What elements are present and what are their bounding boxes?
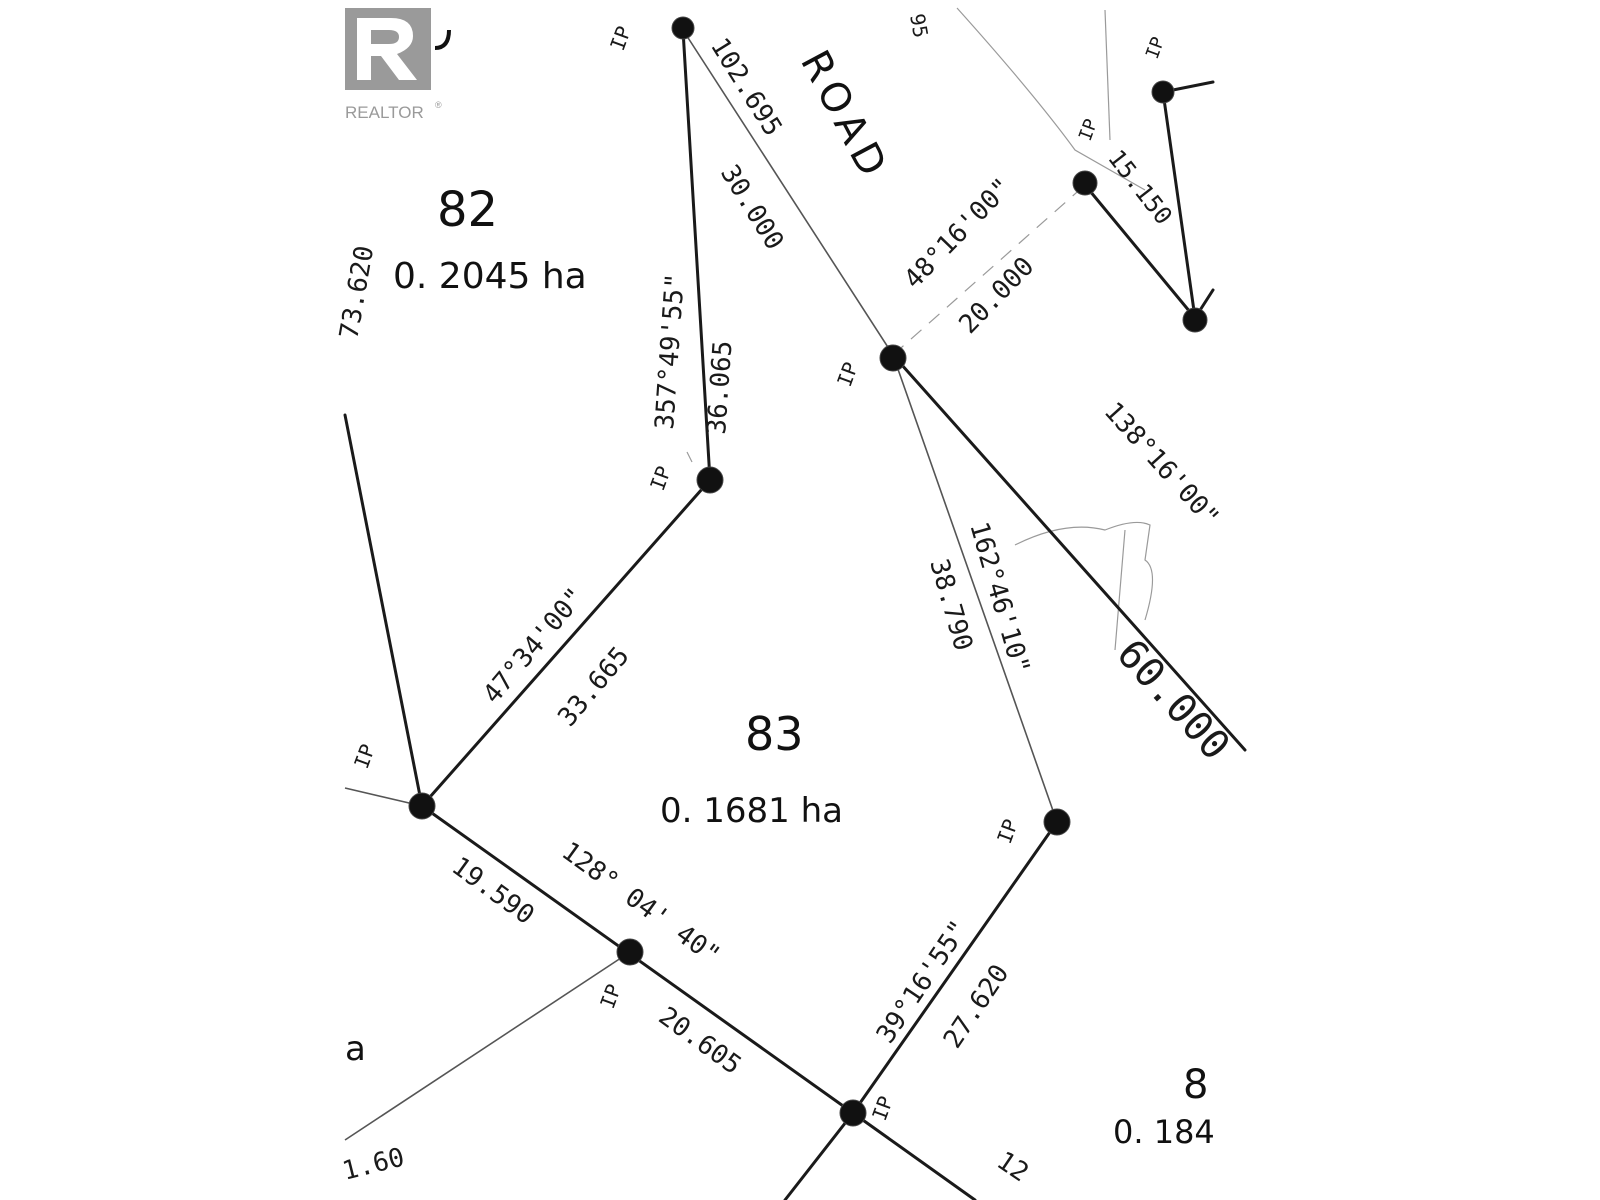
ne-lot-line-b: [1161, 90, 1197, 320]
frontage-dash-line: [892, 184, 1086, 356]
iron-pin-icon: [1182, 307, 1208, 333]
iron-pin-icon: [408, 792, 436, 820]
creek-line: [1014, 521, 1154, 651]
survey-plan-drawing: IP IP IP IP IP IP IP IP IP ROAD 95 82 0.…: [334, 7, 1247, 1200]
iron-pin-icon: [1151, 80, 1175, 104]
iron-pin-icon: [696, 466, 724, 494]
bearing-162: 162°46'10": [963, 519, 1035, 678]
partial-distance-se: 12: [991, 1146, 1034, 1188]
lot82-east-distance: 36.065: [702, 340, 738, 436]
road-label: ROAD: [791, 43, 898, 189]
iron-pin-icon: [671, 16, 695, 40]
lot83-number: 83: [745, 707, 804, 761]
iron-pin-icon: [616, 938, 644, 966]
pin-label: IP: [349, 741, 380, 772]
lot82-east-bearing: 357°49'55": [650, 272, 691, 430]
lot-se-number: 8: [1183, 1062, 1208, 1108]
pin-label: IP: [605, 23, 636, 54]
pin-label: IP: [867, 1093, 898, 1124]
lot82-number: 82: [437, 182, 498, 238]
realtor-logo-mark: ®: [435, 100, 442, 110]
distance-33: 33.665: [552, 641, 635, 732]
lot82-inner-tick: [686, 451, 693, 463]
partial-lot-letter: a: [345, 1029, 366, 1069]
survey-plan: IP IP IP IP IP IP IP IP IP ROAD 95 82 0.…: [334, 0, 1247, 1200]
partial-distance: 1.60: [339, 1143, 407, 1187]
pin-label: IP: [1142, 34, 1169, 62]
road-edge-curve: [956, 7, 1146, 191]
lot-se-area: 0. 184: [1113, 1113, 1215, 1151]
lot82-west-boundary: [343, 413, 424, 808]
pin-label: IP: [595, 981, 626, 1012]
lot83-east-line: [892, 354, 1058, 823]
pin-label: IP: [1075, 116, 1102, 144]
road-tick-line: [1104, 9, 1111, 141]
iron-pin-icon: [1072, 170, 1098, 196]
south-stub-boundary-west: [783, 1111, 855, 1200]
road-number: 95: [905, 12, 933, 40]
lot82-east-boundary: [681, 28, 712, 482]
pin-label: IP: [992, 816, 1023, 847]
lot82-west-distance: 73.620: [334, 244, 380, 342]
distance-19: 19.590: [446, 851, 540, 930]
iron-pin-icon: [1043, 808, 1071, 836]
road-distance-a: 102.695: [704, 33, 788, 142]
lot82-83-boundary: [420, 478, 712, 808]
frontage-distance: 20.000: [953, 251, 1040, 339]
road-60-boundary: [891, 353, 1247, 752]
lot-a-divider: [344, 951, 631, 1141]
road-distance-b: 30.000: [714, 160, 789, 256]
bearing-138: 138°16'00": [1098, 397, 1225, 533]
pin-label: IP: [645, 463, 676, 494]
distance-38: 38.790: [923, 556, 978, 655]
ne-lot-line-a: [1083, 183, 1197, 320]
pin-label: IP: [832, 359, 863, 390]
iron-pin-icon: [839, 1099, 867, 1127]
realtor-logo-icon: REALTOR ®: [345, 8, 451, 122]
lot83-se-boundary: [851, 820, 1059, 1115]
realtor-logo-text: REALTOR: [345, 103, 424, 122]
iron-pin-icon: [879, 344, 907, 372]
lot82-area: 0. 2045 ha: [393, 256, 587, 297]
distance-60: 60.000: [1108, 631, 1239, 769]
road-boundary-line: [682, 29, 894, 356]
ne-distance: 15.150: [1102, 144, 1177, 230]
distance-20605: 20.605: [653, 1001, 747, 1080]
south-stub-boundary: [851, 1111, 977, 1200]
lot83-area: 0. 1681 ha: [660, 791, 843, 831]
